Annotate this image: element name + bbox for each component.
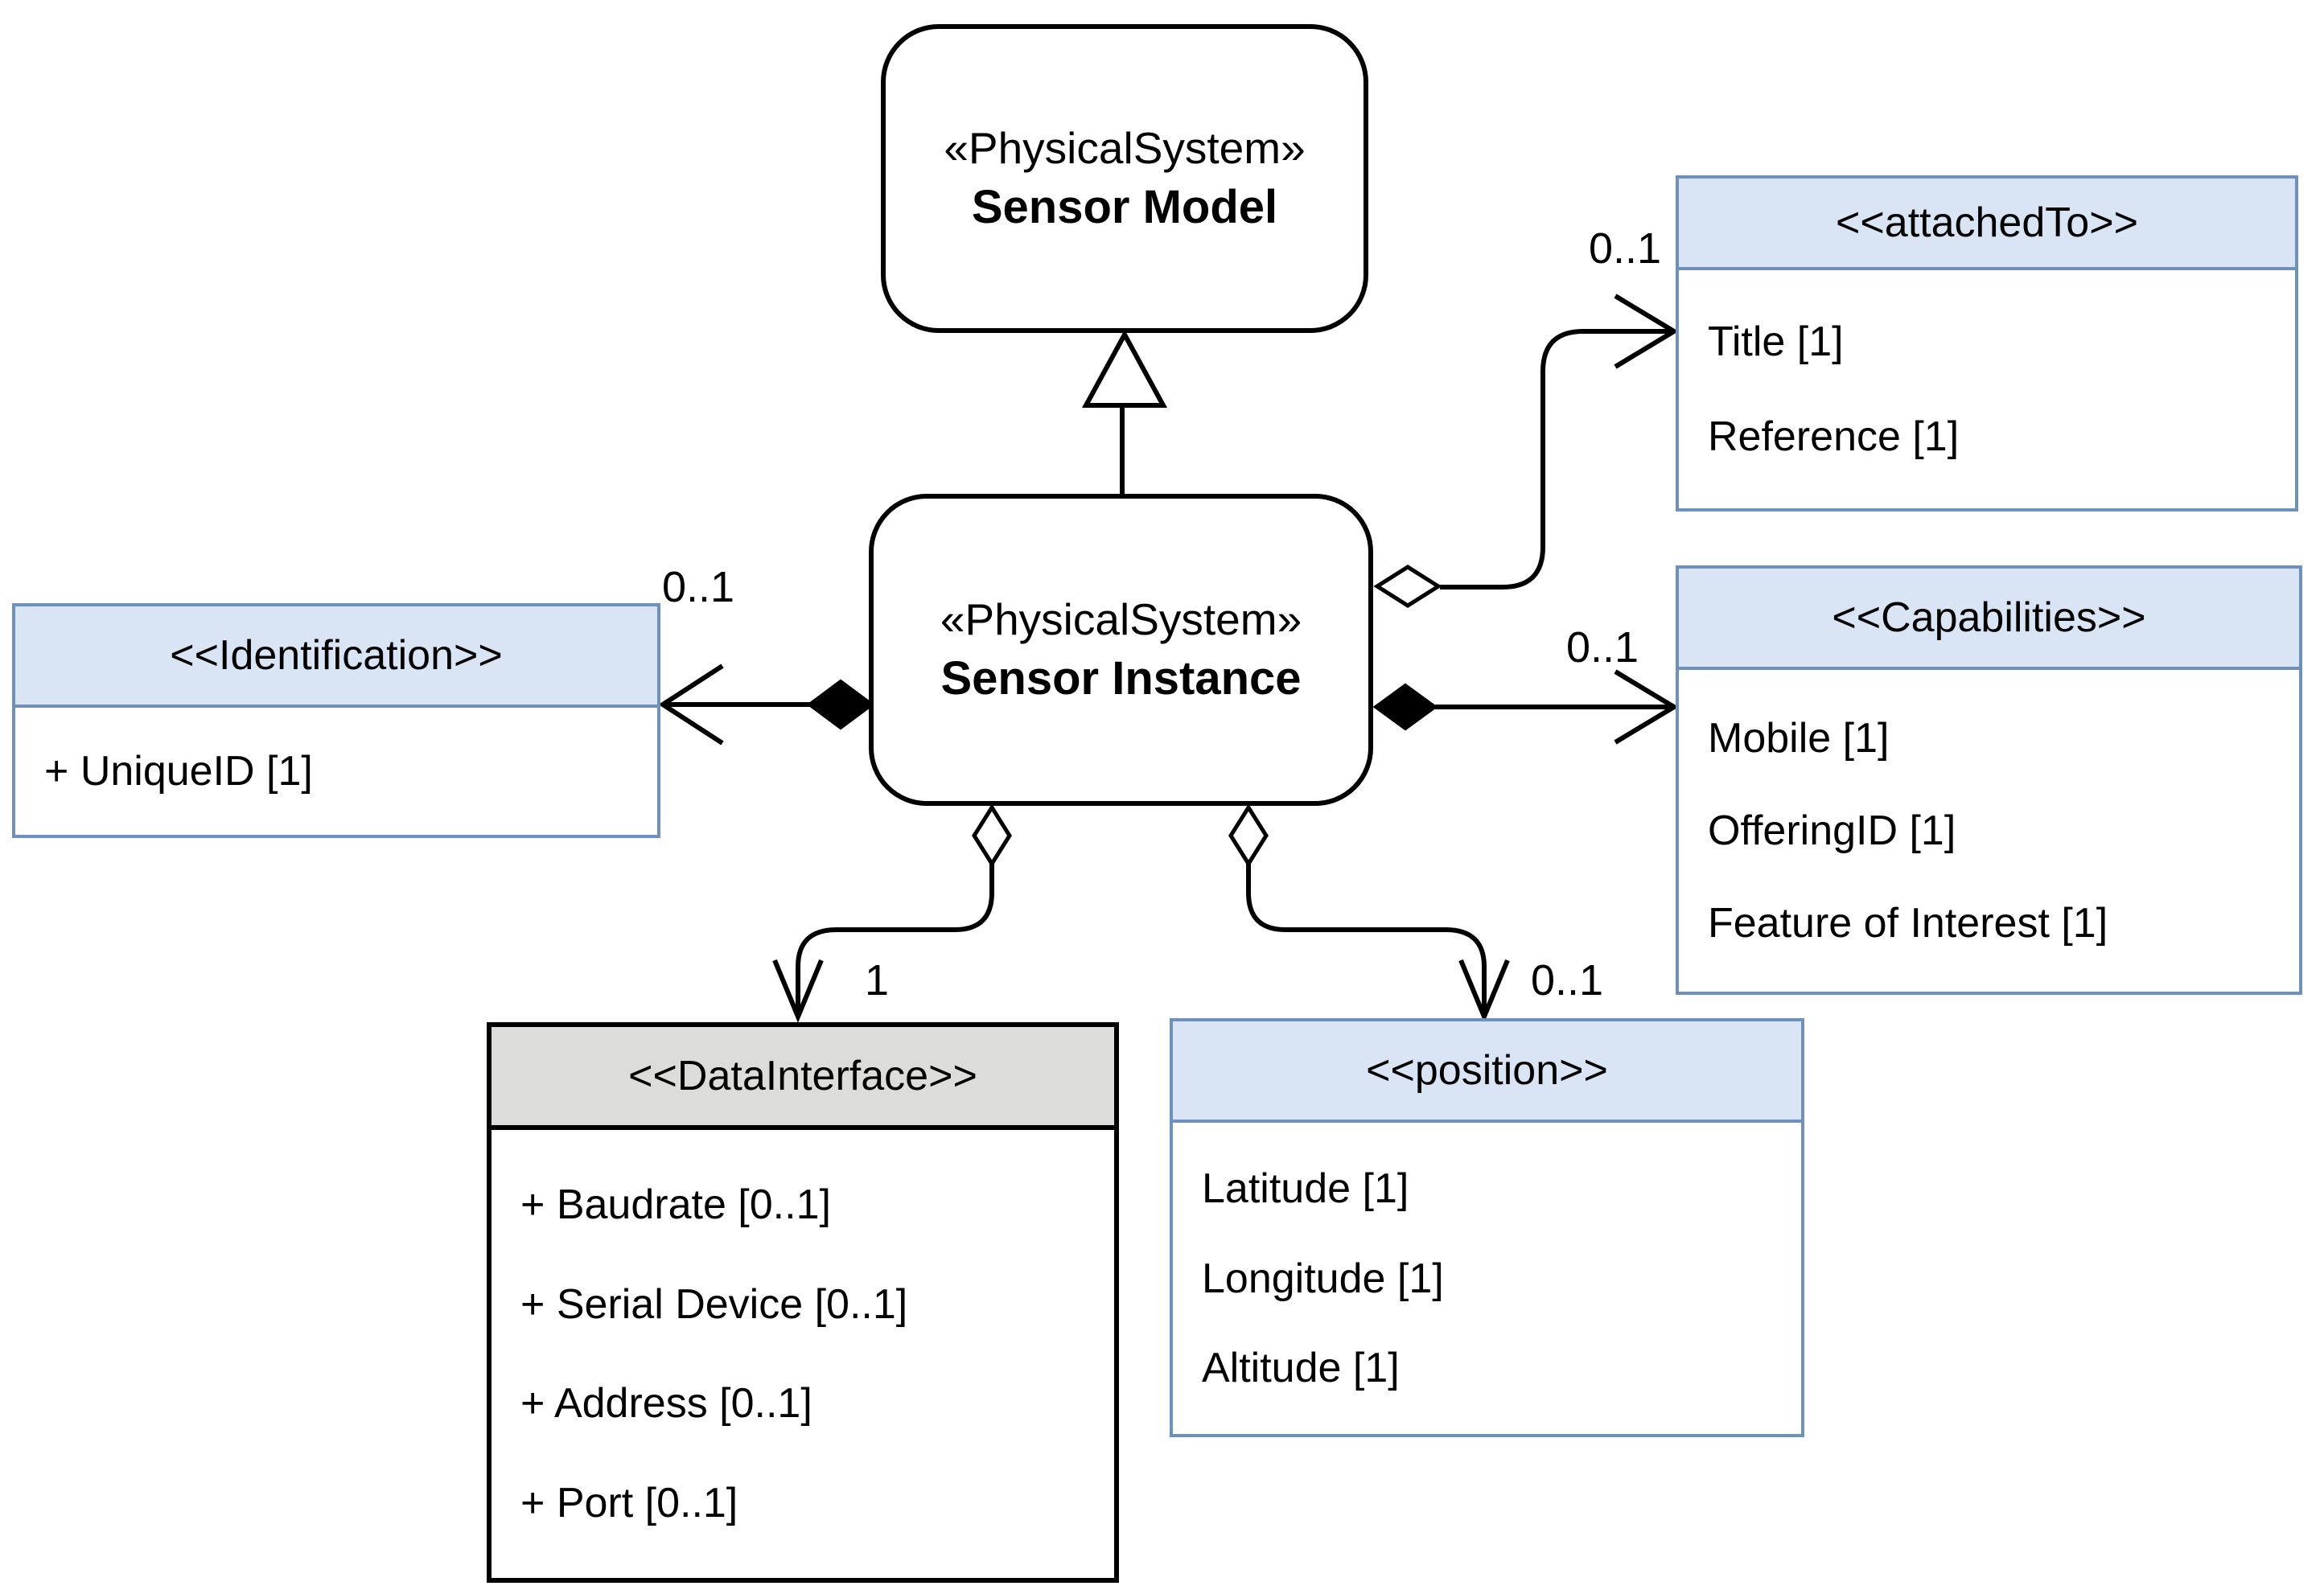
position-attributes: Latitude [1] Longitude [1] Altitude [1]: [1173, 1123, 1801, 1434]
position-edge-line: [1246, 864, 1487, 1015]
attribute-row: Mobile [1]: [1708, 715, 1890, 762]
datainterface-attributes: + Baudrate [0..1] + Serial Device [0..1]…: [492, 1130, 1114, 1578]
attribute-row: Latitude [1]: [1202, 1165, 1409, 1212]
sensor-model-name: Sensor Model: [971, 181, 1278, 234]
generalization-triangle-icon: [1081, 329, 1168, 408]
sensor-model-stereotype: «PhysicalSystem»: [944, 122, 1306, 173]
multiplicity-capabilities: 0..1: [1565, 623, 1639, 672]
position-arrowhead-icon: [1458, 959, 1510, 1023]
attribute-row: Feature of Interest [1]: [1708, 900, 2108, 947]
datainterface-hollow-diamond-icon: [972, 803, 1012, 868]
datainterface-title: <<DataInterface>>: [492, 1027, 1114, 1130]
sensor-instance-name: Sensor Instance: [940, 652, 1302, 705]
attribute-row: Reference [1]: [1708, 413, 1960, 461]
identification-attributes: + UniqueID [1]: [15, 708, 657, 835]
attribute-row: Title [1]: [1708, 318, 1844, 365]
attribute-row: Longitude [1]: [1202, 1255, 1444, 1302]
class-identification: <<Identification>> + UniqueID [1]: [12, 603, 660, 838]
capabilities-title: <<Capabilities>>: [1679, 569, 2299, 670]
attachedto-hollow-diamond-icon: [1373, 565, 1442, 608]
class-sensor-instance: «PhysicalSystem» Sensor Instance: [869, 494, 1373, 806]
capabilities-attributes: Mobile [1] OfferingID [1] Feature of Int…: [1679, 670, 2299, 992]
attribute-row: OfferingID [1]: [1708, 807, 1956, 854]
class-position: <<position>> Latitude [1] Longitude [1] …: [1170, 1018, 1804, 1437]
class-capabilities: <<Capabilities>> Mobile [1] OfferingID […: [1676, 565, 2302, 995]
attribute-row: + Serial Device [0..1]: [520, 1280, 908, 1328]
attribute-row: Altitude [1]: [1202, 1345, 1400, 1392]
class-datainterface: <<DataInterface>> + Baudrate [0..1] + Se…: [487, 1022, 1119, 1583]
multiplicity-position: 0..1: [1530, 956, 1604, 1005]
attribute-row: + Address [0..1]: [520, 1380, 812, 1428]
attribute-row: + Baudrate [0..1]: [520, 1181, 831, 1229]
capabilities-filled-diamond-icon: [1372, 683, 1438, 731]
multiplicity-datainterface: 1: [864, 956, 890, 1005]
position-hollow-diamond-icon: [1228, 803, 1269, 868]
position-title: <<position>>: [1173, 1021, 1801, 1123]
class-attachedto: <<attachedTo>> Title [1] Reference [1]: [1676, 175, 2298, 512]
capabilities-arrowhead-icon: [1614, 669, 1679, 745]
multiplicity-attachedto: 0..1: [1588, 224, 1662, 273]
attachedto-attributes: Title [1] Reference [1]: [1679, 270, 2295, 508]
class-sensor-model: «PhysicalSystem» Sensor Model: [881, 24, 1368, 333]
sensor-instance-stereotype: «PhysicalSystem»: [940, 594, 1302, 644]
attachedto-title: <<attachedTo>>: [1679, 179, 2295, 270]
identification-title: <<Identification>>: [15, 606, 657, 708]
identification-arrowhead-icon: [658, 664, 724, 746]
datainterface-arrowhead-icon: [772, 959, 824, 1023]
attribute-row: + UniqueID [1]: [44, 748, 313, 795]
attachedto-arrowhead-icon: [1614, 294, 1679, 369]
datainterface-edge-line: [796, 864, 994, 1015]
attachedto-edge-line: [1440, 329, 1672, 590]
multiplicity-identification: 0..1: [661, 563, 735, 611]
identification-filled-diamond-icon: [806, 679, 875, 730]
attribute-row: + Port [0..1]: [520, 1479, 738, 1526]
